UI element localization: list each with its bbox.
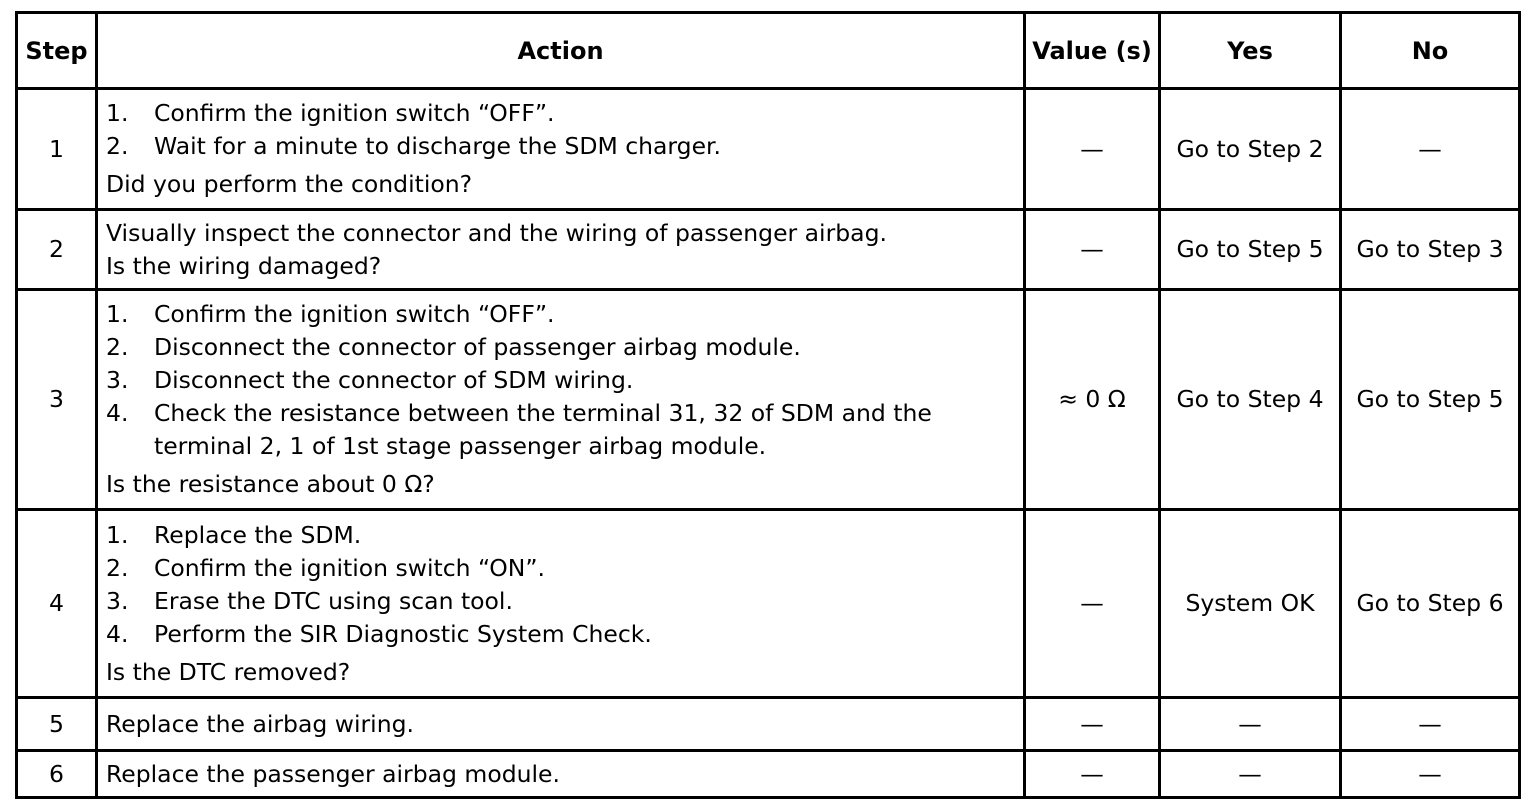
- list-item: 2.Disconnect the connector of passenger …: [106, 333, 801, 361]
- value-cell: —: [1023, 208, 1161, 291]
- yes-cell: Go to Step 4: [1158, 288, 1342, 511]
- no-cell: Go to Step 5: [1339, 288, 1521, 511]
- value-cell: —: [1023, 87, 1161, 211]
- action-cell: 1.Confirm the ignition switch “OFF”. 2.W…: [95, 87, 1026, 211]
- action-cell: Visually inspect the connector and the w…: [95, 208, 1026, 291]
- action-cell: 1.Confirm the ignition switch “OFF”. 2.D…: [95, 288, 1026, 511]
- value-cell: —: [1023, 696, 1161, 752]
- action-cell: Replace the passenger airbag module.: [95, 749, 1026, 799]
- step-number: 1: [15, 87, 98, 211]
- list-item: 1.Confirm the ignition switch “OFF”.: [106, 99, 555, 127]
- header-row: Step Action Value (s) Yes No: [15, 11, 1521, 90]
- no-cell: Go to Step 6: [1339, 508, 1521, 699]
- no-cell: —: [1339, 749, 1521, 799]
- list-item: 1.Replace the SDM.: [106, 520, 362, 549]
- action-question: Did you perform the condition?: [106, 170, 473, 198]
- table-row-step-4: 4 1.Replace the SDM. 2.Confirm the ignit…: [15, 508, 1521, 699]
- action-question: Is the resistance about 0 Ω?: [106, 470, 435, 498]
- action-line: Replace the passenger airbag module.: [106, 759, 560, 788]
- action-line: Visually inspect the connector and the w…: [106, 218, 887, 247]
- header-step: Step: [15, 11, 98, 90]
- yes-cell: Go to Step 2: [1158, 87, 1342, 211]
- table-row-step-1: 1 1.Confirm the ignition switch “OFF”. 2…: [15, 87, 1521, 211]
- action-steps: 1.Confirm the ignition switch “OFF”. 2.D…: [106, 298, 1017, 463]
- yes-cell: —: [1158, 749, 1342, 799]
- action-steps: 1.Replace the SDM. 2.Confirm the ignitio…: [106, 519, 1017, 651]
- step-number: 4: [15, 508, 98, 699]
- yes-cell: System OK: [1158, 508, 1342, 699]
- list-item: 2.Wait for a minute to discharge the SDM…: [106, 132, 722, 160]
- value-cell: ≈ 0 Ω: [1023, 288, 1161, 511]
- action-question: Is the DTC removed?: [106, 657, 351, 686]
- step-number: 3: [15, 288, 98, 511]
- list-item: 2.Confirm the ignition switch “ON”.: [106, 553, 546, 582]
- header-no: No: [1339, 11, 1521, 90]
- action-steps: 1.Confirm the ignition switch “OFF”. 2.W…: [106, 97, 1017, 163]
- action-cell: Replace the airbag wiring.: [95, 696, 1026, 752]
- no-cell: —: [1339, 87, 1521, 211]
- header-action: Action: [95, 11, 1026, 90]
- list-item: 4.Perform the SIR Diagnostic System Chec…: [106, 619, 652, 648]
- yes-cell: —: [1158, 696, 1342, 752]
- no-cell: —: [1339, 696, 1521, 752]
- step-number: 2: [15, 208, 98, 291]
- table-row-step-6: 6 Replace the passenger airbag module. —…: [15, 749, 1521, 799]
- diagnostic-table: Step Action Value (s) Yes No 1 1.Confirm…: [15, 11, 1521, 799]
- table-row-step-3: 3 1.Confirm the ignition switch “OFF”. 2…: [15, 288, 1521, 511]
- list-item: 3.Disconnect the connector of SDM wiring…: [106, 366, 634, 394]
- yes-cell: Go to Step 5: [1158, 208, 1342, 291]
- step-number: 5: [15, 696, 98, 752]
- action-cell: 1.Replace the SDM. 2.Confirm the ignitio…: [95, 508, 1026, 699]
- step-number: 6: [15, 749, 98, 799]
- header-value: Value (s): [1023, 11, 1161, 90]
- action-question: Is the wiring damaged?: [106, 251, 382, 280]
- list-item: 1.Confirm the ignition switch “OFF”.: [106, 300, 555, 328]
- action-line: Replace the airbag wiring.: [106, 709, 414, 738]
- value-cell: —: [1023, 508, 1161, 699]
- table-row-step-2: 2 Visually inspect the connector and the…: [15, 208, 1521, 291]
- table-row-step-5: 5 Replace the airbag wiring. — — —: [15, 696, 1521, 752]
- header-yes: Yes: [1158, 11, 1342, 90]
- list-item: 4.Check the resistance between the termi…: [106, 399, 932, 460]
- no-cell: Go to Step 3: [1339, 208, 1521, 291]
- list-item: 3.Erase the DTC using scan tool.: [106, 586, 513, 615]
- value-cell: —: [1023, 749, 1161, 799]
